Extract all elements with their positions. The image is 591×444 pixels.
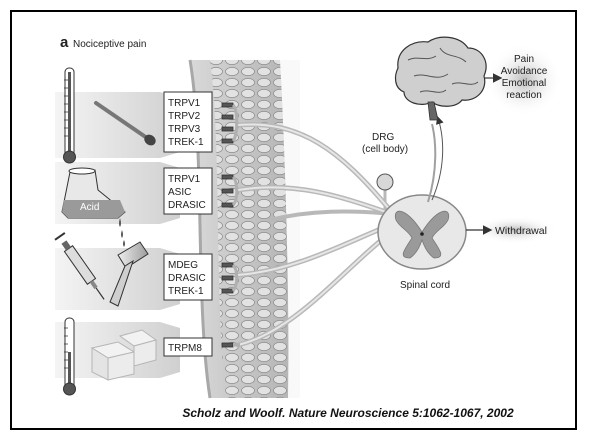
receptor-label: TREK-1	[168, 286, 204, 297]
receptor-label: TRPV1	[168, 98, 201, 109]
spinal-cord	[378, 195, 466, 269]
receptor-label: TRPV2	[168, 111, 201, 122]
brain-icon	[396, 37, 487, 120]
drg-label: DRG	[372, 132, 394, 143]
receptor-label: TRPV3	[168, 124, 201, 135]
receptor-box-acid: TRPV1 ASIC DRASIC	[164, 168, 212, 214]
receptor-box-mechanical: MDEG DRASIC TREK-1	[164, 254, 212, 300]
panel-letter: a	[60, 34, 69, 51]
receptor-label: DRASIC	[168, 273, 206, 284]
receptor-box-cold: TRPM8	[164, 338, 212, 356]
receptor-label: ASIC	[168, 187, 191, 198]
ascending-pathway	[428, 118, 443, 202]
receptor-label: DRASIC	[168, 200, 206, 211]
receptor-label: TREK-1	[168, 137, 204, 148]
receptor-box-heat: TRPV1 TRPV2 TRPV3 TREK-1	[164, 92, 212, 152]
spinal-cord-label: Spinal cord	[400, 280, 450, 291]
receptor-label: MDEG	[168, 260, 198, 271]
drg-cell-body	[377, 174, 393, 190]
brain-output-line: Pain	[514, 54, 534, 65]
thermometer-icon	[64, 68, 76, 163]
citation: Scholz and Woolf. Nature Neuroscience 5:…	[118, 406, 578, 420]
thermometer-icon	[64, 318, 76, 395]
receptor-label: TRPV1	[168, 174, 201, 185]
drg-sublabel: (cell body)	[362, 144, 408, 155]
brain-output-line: reaction	[506, 90, 542, 101]
panel-title: Nociceptive pain	[73, 39, 146, 50]
withdrawal-label: Withdrawal	[495, 225, 547, 237]
receptor-label: TRPM8	[168, 343, 202, 354]
brain-output-line: Emotional	[502, 78, 546, 89]
flask-label: Acid	[80, 202, 99, 213]
brain-output-line: Avoidance	[501, 66, 548, 77]
